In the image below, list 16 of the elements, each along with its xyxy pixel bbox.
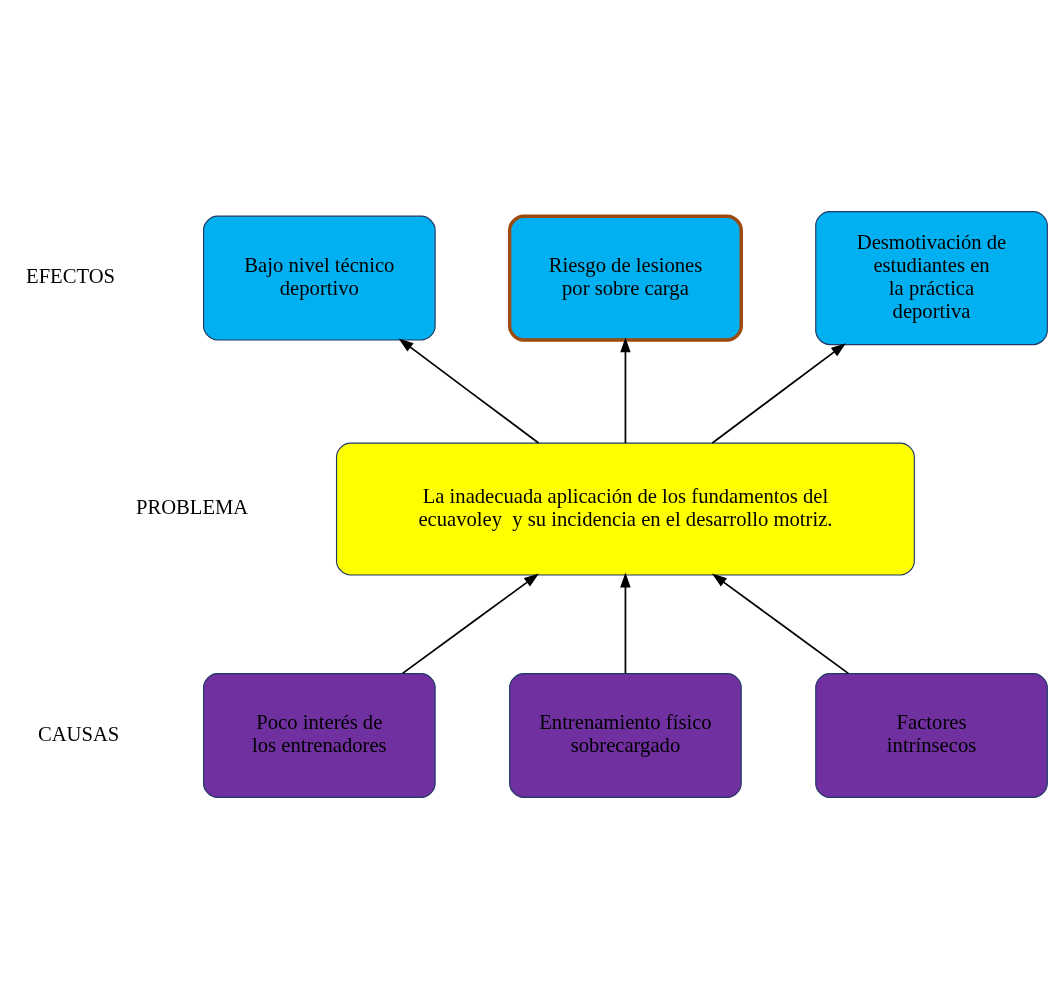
node-box: La inadecuada aplicación de los fundamentos del ecuavoley y su incidencia en el desarrollo motriz. xyxy=(335,442,915,576)
label: EFECTOS xyxy=(26,264,116,287)
node-box: Factores intrínsecos xyxy=(815,672,1048,798)
label: CAUSAS xyxy=(37,722,120,745)
arrow xyxy=(711,573,850,674)
node-box: Entrenamiento físico sobrecargado xyxy=(509,672,742,798)
label: PROBLEMA xyxy=(135,495,249,518)
node-box: Bajo nivel técnico deportivo xyxy=(202,215,436,341)
arrow xyxy=(620,336,631,444)
node-box: Poco interés de los entrenadores xyxy=(202,672,436,798)
arrow xyxy=(398,337,540,444)
arrow xyxy=(401,573,539,674)
node-box: Desmotivación de estudiantes en la práctica deportiva xyxy=(815,210,1048,345)
arrow xyxy=(620,572,631,674)
arrow xyxy=(711,342,846,444)
node-box: Riesgo de lesiones por sobre carga xyxy=(507,213,743,342)
